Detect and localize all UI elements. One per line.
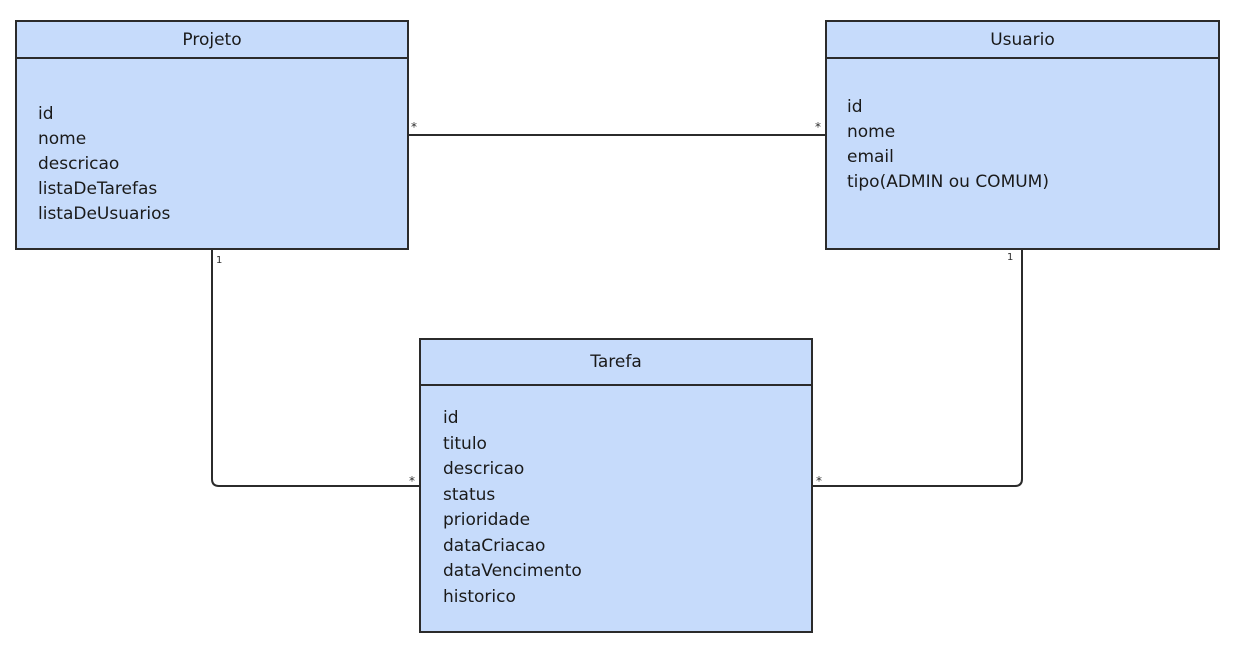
attribute: listaDeUsuarios [38,204,171,224]
association-projeto-tarefa [211,250,419,487]
attribute: id [847,97,863,117]
class-name: Projeto [17,22,407,59]
class-name: Tarefa [421,340,811,386]
attribute: nome [38,129,87,149]
class-projeto[interactable]: Projeto id nome descricao listaDeTarefas… [15,20,409,250]
multiplicity-usuario-tarefa-usuario-end: 1 [1007,252,1014,263]
attribute: email [847,147,894,167]
association-usuario-tarefa [813,250,1023,487]
attribute: historico [443,586,516,607]
attribute: titulo [443,433,487,454]
attribute: id [38,104,54,124]
class-tarefa[interactable]: Tarefa id titulo descricao status priori… [419,338,813,633]
attribute: dataCriacao [443,535,546,556]
multiplicity-projeto-tarefa-projeto-end: 1 [216,255,223,266]
attribute: listaDeTarefas [38,179,158,199]
class-name: Usuario [827,22,1218,59]
attribute: status [443,484,496,505]
attribute-list: id nome descricao listaDeTarefas listaDe… [17,59,407,227]
attribute: dataVencimento [443,561,582,581]
attribute: prioridade [443,510,531,530]
multiplicity-projeto-tarefa-tarefa-end: * [409,474,415,488]
class-usuario[interactable]: Usuario id nome email tipo(ADMIN ou COMU… [825,20,1220,250]
attribute-list: id nome email tipo(ADMIN ou COMUM) [827,59,1218,195]
attribute: descricao [443,459,525,479]
attribute: id [443,408,459,428]
multiplicity-projeto-usuario-projeto-end: * [411,120,417,134]
multiplicity-projeto-usuario-usuario-end: * [815,120,821,134]
attribute: tipo(ADMIN ou COMUM) [847,172,1049,192]
multiplicity-usuario-tarefa-tarefa-end: * [816,474,822,488]
attribute: nome [847,122,896,142]
attribute: descricao [38,154,120,174]
attribute-list: id titulo descricao status prioridade da… [421,386,811,610]
